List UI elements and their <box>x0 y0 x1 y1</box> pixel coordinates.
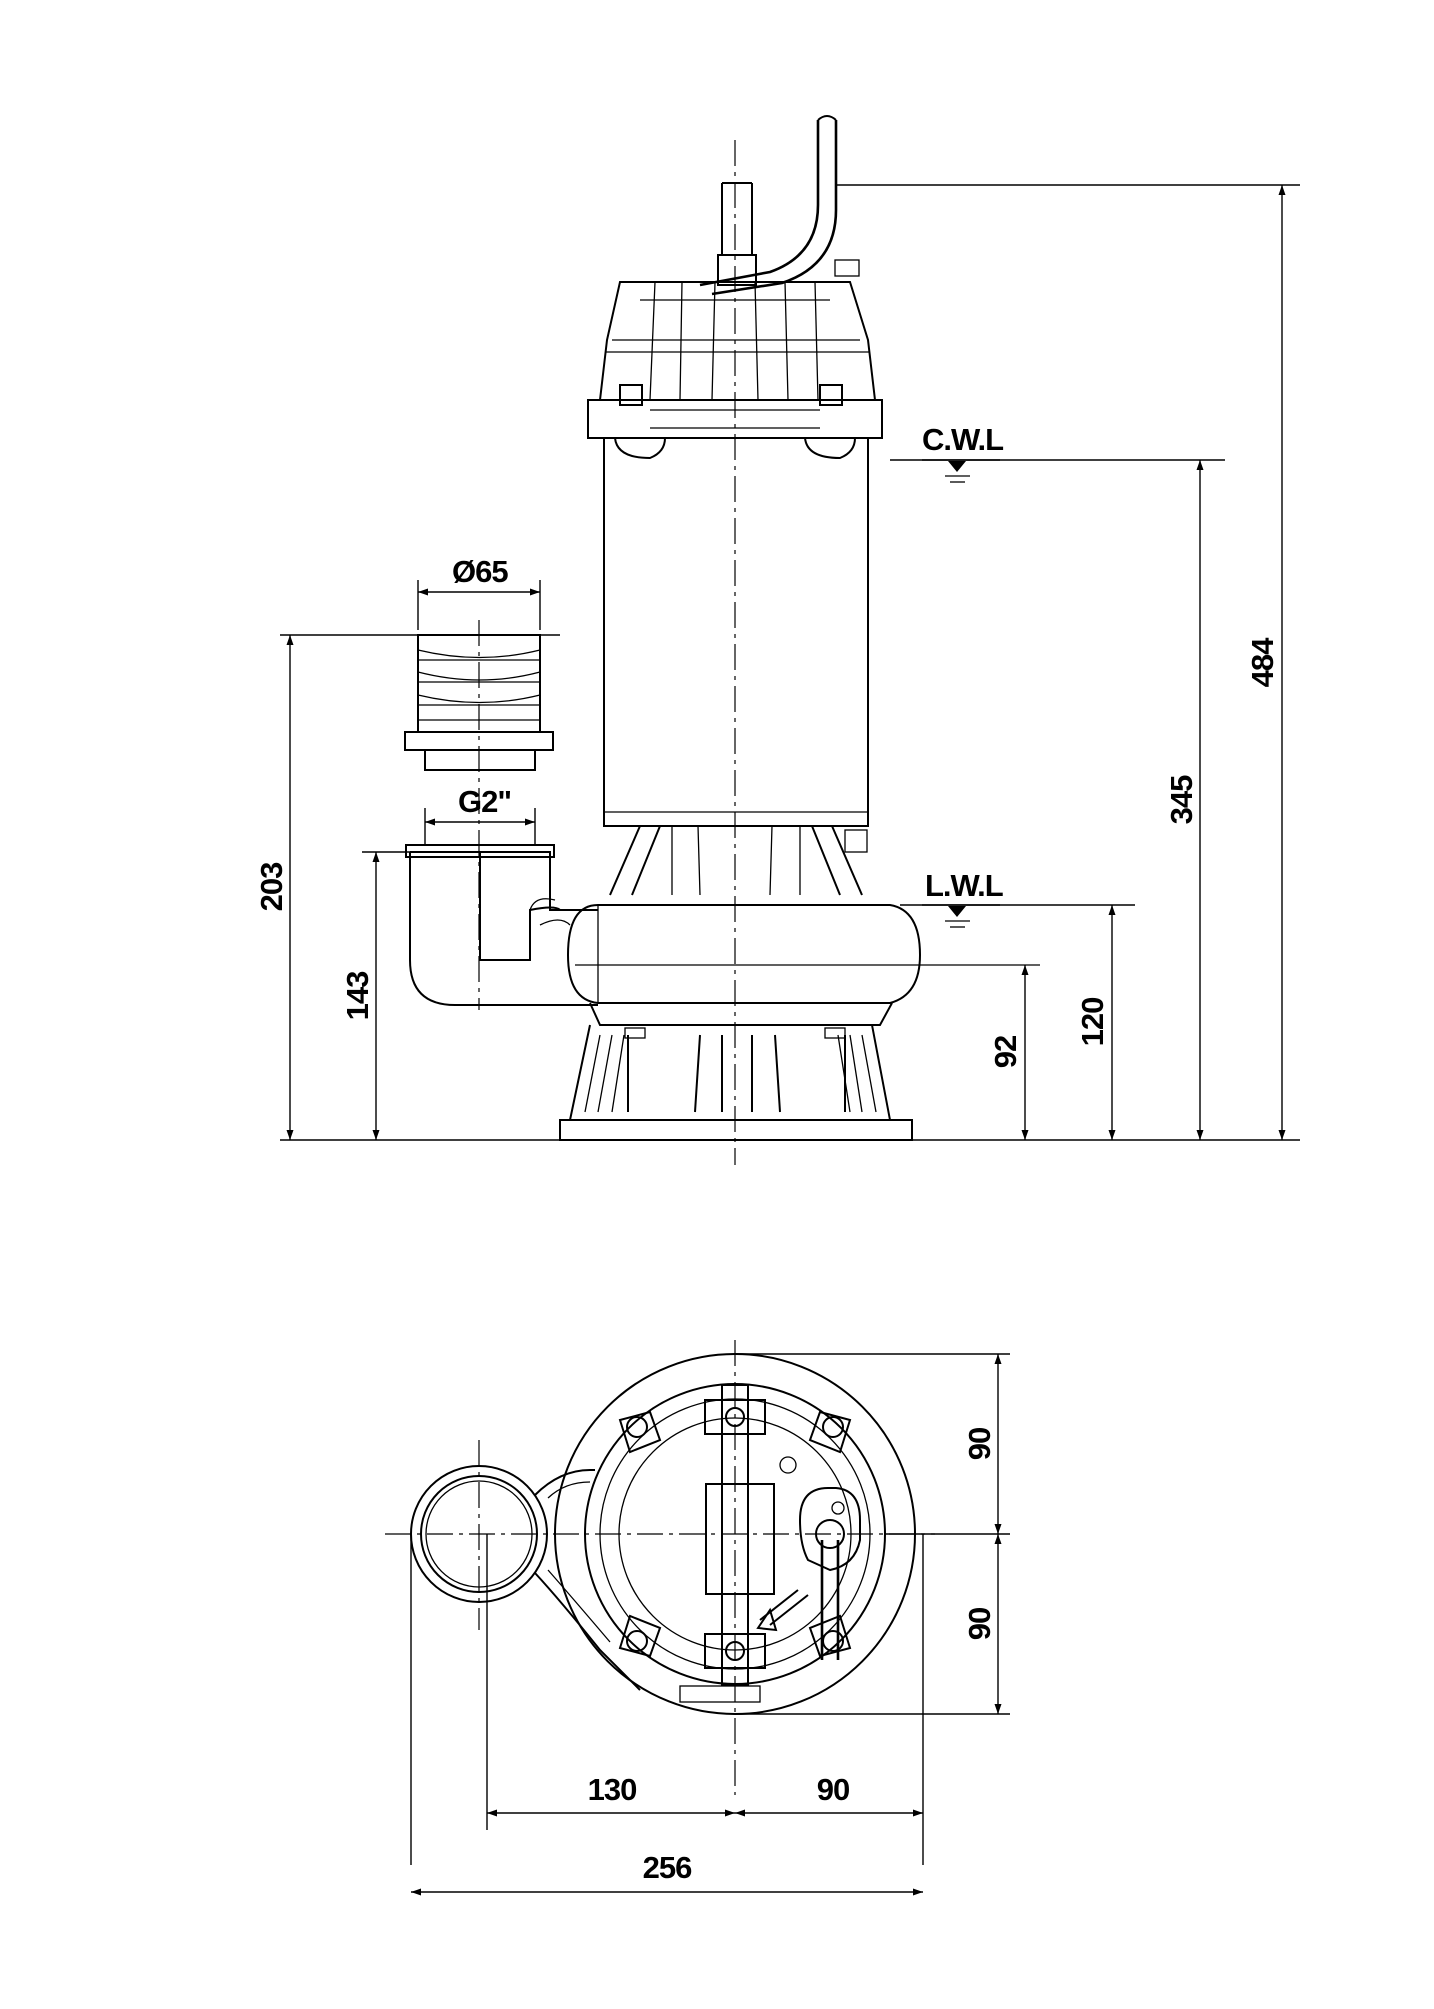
motor-body <box>603 437 869 827</box>
rotation-arrow <box>756 1589 809 1632</box>
top-outlet <box>410 1465 641 1691</box>
dim-top-lower: 90 <box>962 1608 997 1640</box>
motor-support <box>609 825 868 896</box>
dim-outlet-center-height: 92 <box>988 1036 1023 1068</box>
lwl-symbol <box>922 904 1000 928</box>
dim-lwl-height: 120 <box>1075 998 1110 1047</box>
dim-top-total-width: 256 <box>643 1850 692 1885</box>
outlet-thread-label: G2" <box>458 784 511 819</box>
bolt-lugs <box>618 1410 852 1658</box>
dim-elbow-top-height: 143 <box>340 971 375 1020</box>
outlet-elbow <box>405 844 598 1006</box>
dim-top-right-offset: 90 <box>817 1772 849 1807</box>
side-view <box>404 115 1040 1165</box>
dim-top-left-offset: 130 <box>588 1772 637 1807</box>
cwl-symbol <box>922 459 1000 483</box>
cwl-label: C.W.L <box>922 422 1003 457</box>
top-view <box>385 1340 935 1795</box>
top-handle <box>679 1384 775 1703</box>
volute-casing <box>566 904 1040 1026</box>
dim-cwl-height: 345 <box>1164 775 1199 824</box>
side-dimensions: C.W.L L.W.L Ø65 G2" 484 345 120 92 203 1… <box>254 184 1300 1141</box>
dim-hose-top-height: 203 <box>254 862 289 911</box>
top-cable-entry <box>779 1456 861 1660</box>
lwl-label: L.W.L <box>925 868 1003 903</box>
dim-total-height: 484 <box>1245 637 1280 687</box>
top-dimensions: 90 90 130 90 256 <box>410 1353 1010 1896</box>
dim-top-upper: 90 <box>962 1428 997 1460</box>
cable-gland <box>699 115 838 296</box>
motor-cap <box>587 254 883 460</box>
outlet-diameter-label: Ø65 <box>452 554 508 589</box>
strainer-base <box>559 1024 913 1141</box>
